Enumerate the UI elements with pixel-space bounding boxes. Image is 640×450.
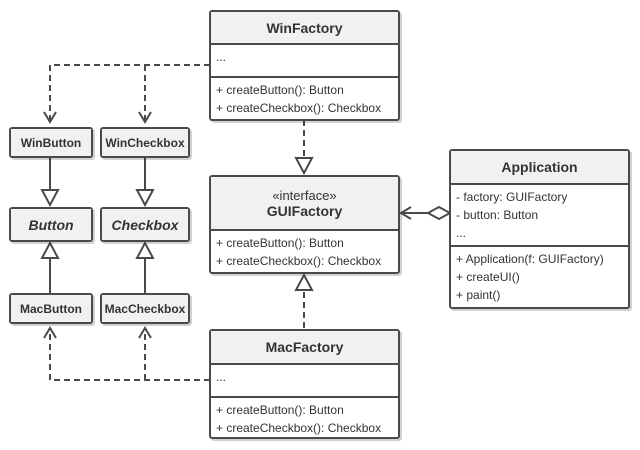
checkbox-title: Checkbox bbox=[102, 209, 188, 240]
win-factory-method: + createButton(): Button bbox=[216, 83, 344, 97]
arrowhead-mac-button bbox=[43, 326, 57, 339]
aggregation-arrowhead bbox=[399, 206, 412, 220]
mac-factory-methods: + createButton(): Button + createCheckbo… bbox=[211, 396, 398, 440]
mac-factory-method: + createCheckbox(): Checkbox bbox=[216, 421, 382, 435]
class-win-factory: WinFactory ... + createButton(): Button … bbox=[209, 10, 400, 121]
gui-factory-method: + createCheckbox(): Checkbox bbox=[216, 254, 382, 268]
gui-factory-method: + createButton(): Button bbox=[216, 236, 344, 250]
mac-factory-method: + createButton(): Button bbox=[216, 403, 344, 417]
mac-factory-field: ... bbox=[216, 370, 227, 384]
class-gui-factory: «interface» GUIFactory + createButton():… bbox=[209, 175, 400, 274]
application-field: ... bbox=[456, 226, 467, 240]
win-factory-field: ... bbox=[216, 50, 227, 64]
arrowhead-mac-checkbox bbox=[138, 326, 152, 339]
class-win-checkbox: WinCheckbox bbox=[100, 127, 190, 158]
application-fields: - factory: GUIFactory - button: Button .… bbox=[451, 183, 628, 245]
win-factory-title: WinFactory bbox=[211, 12, 398, 43]
triangle-mac-button bbox=[40, 240, 60, 259]
application-method: + Application(f: GUIFactory) bbox=[456, 252, 604, 266]
win-checkbox-title: WinCheckbox bbox=[102, 129, 188, 156]
triangle-win-factory bbox=[294, 157, 314, 176]
mac-factory-title: MacFactory bbox=[211, 331, 398, 363]
class-win-button: WinButton bbox=[9, 127, 93, 158]
gui-factory-title: GUIFactory bbox=[266, 202, 343, 219]
win-factory-method: + createCheckbox(): Checkbox bbox=[216, 101, 382, 115]
class-application: Application - factory: GUIFactory - butt… bbox=[449, 149, 630, 309]
aggregation-diamond bbox=[425, 205, 453, 221]
mac-button-title: MacButton bbox=[11, 295, 91, 322]
win-factory-methods: + createButton(): Button + createCheckbo… bbox=[211, 76, 398, 120]
gui-factory-header: «interface» GUIFactory bbox=[211, 177, 398, 229]
win-button-title: WinButton bbox=[11, 129, 91, 156]
application-field: - button: Button bbox=[456, 208, 539, 222]
win-factory-fields: ... bbox=[211, 43, 398, 76]
button-title: Button bbox=[11, 209, 91, 240]
class-mac-checkbox: MacCheckbox bbox=[100, 293, 190, 324]
triangle-win-button bbox=[40, 189, 60, 208]
mac-checkbox-title: MacCheckbox bbox=[102, 295, 188, 322]
class-mac-button: MacButton bbox=[9, 293, 93, 324]
application-methods: + Application(f: GUIFactory) + createUI(… bbox=[451, 245, 628, 307]
dependency-win-button bbox=[49, 64, 210, 120]
application-method: + createUI() bbox=[456, 270, 520, 284]
interface-checkbox: Checkbox bbox=[100, 207, 190, 242]
mac-factory-fields: ... bbox=[211, 363, 398, 396]
application-field: - factory: GUIFactory bbox=[456, 190, 568, 204]
dependency-mac-button bbox=[49, 330, 210, 381]
gui-factory-stereotype: «interface» bbox=[272, 187, 337, 203]
gui-factory-methods: + createButton(): Button + createCheckbo… bbox=[211, 229, 398, 273]
triangle-mac-checkbox bbox=[135, 240, 155, 259]
arrowhead-win-checkbox bbox=[138, 111, 152, 124]
application-method: + paint() bbox=[456, 288, 501, 302]
interface-button: Button bbox=[9, 207, 93, 242]
class-mac-factory: MacFactory ... + createButton(): Button … bbox=[209, 329, 400, 439]
application-title: Application bbox=[451, 151, 628, 183]
triangle-win-checkbox bbox=[135, 189, 155, 208]
triangle-mac-factory bbox=[294, 272, 314, 291]
arrowhead-win-button bbox=[43, 111, 57, 124]
